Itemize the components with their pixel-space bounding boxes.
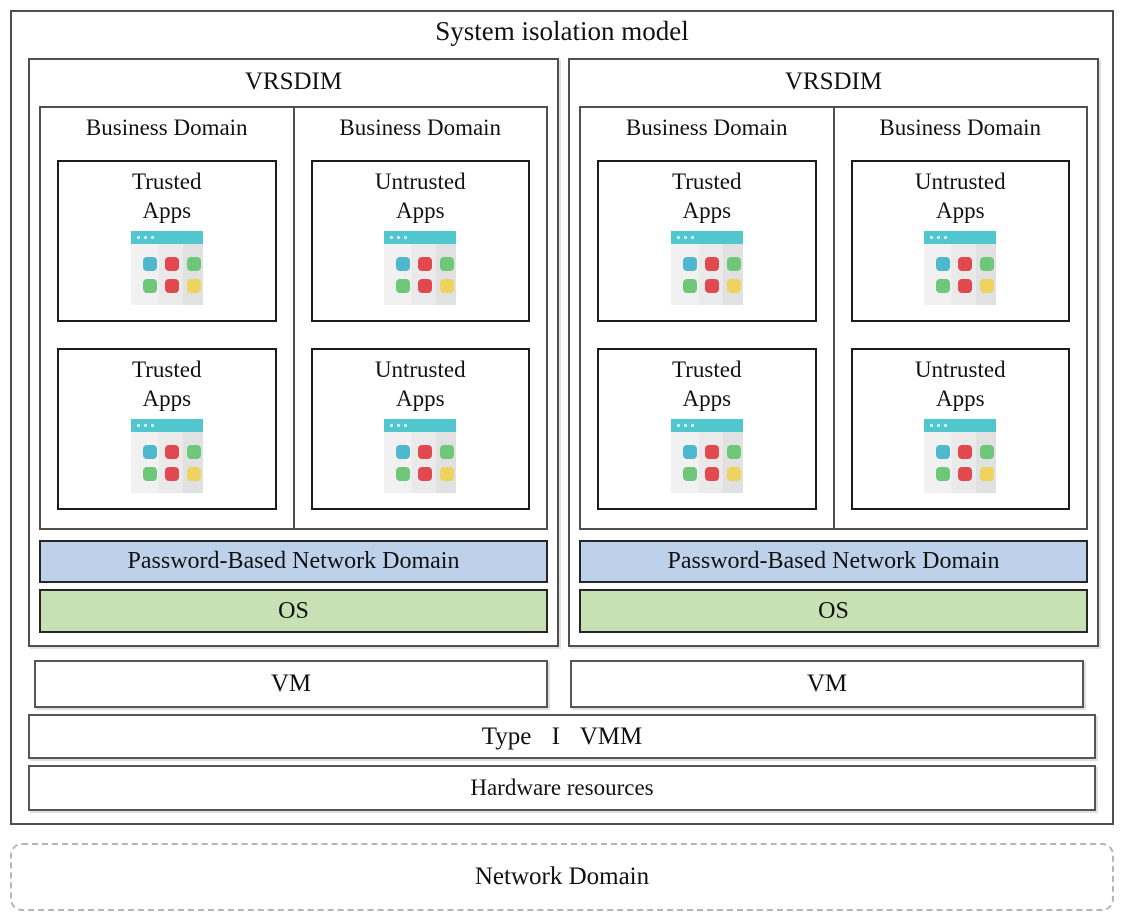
untrusted-apps-box: Untrusted Apps <box>310 348 530 510</box>
app-label-line1: Untrusted <box>374 357 466 382</box>
vrsdim-label: VRSDIM <box>784 68 883 95</box>
os-bar: OS <box>579 589 1088 633</box>
untrusted-apps-box: Untrusted Apps <box>850 160 1070 322</box>
app-icon-tiles <box>682 256 697 271</box>
app-icon-titlebar <box>384 230 457 244</box>
app-label-line2: Apps <box>935 198 985 224</box>
app-window-grid-icon <box>924 418 997 493</box>
app-icon-titlebar <box>924 230 997 244</box>
app-label-line2: Apps <box>395 198 445 224</box>
app-label-line2: Apps <box>142 386 192 412</box>
app-label-line1: Untrusted <box>374 169 466 194</box>
business-domain-label: Business Domain <box>625 115 788 140</box>
app-label-line2: Apps <box>682 198 732 224</box>
vm-row: VM VM <box>34 660 1084 708</box>
app-label-line2: Apps <box>682 386 732 412</box>
password-network-domain-bar: Password-Based Network Domain <box>579 540 1088 583</box>
app-window-grid-icon <box>670 230 743 305</box>
password-network-domain-bar: Password-Based Network Domain <box>39 540 548 583</box>
vm-box-1: VM <box>34 660 548 708</box>
trusted-apps-box: Trusted Apps <box>597 160 817 322</box>
business-domain-label: Business Domain <box>339 115 502 140</box>
app-icon-tiles <box>936 444 951 459</box>
vrsdim-box-2: VRSDIM Business Domain Trusted Apps Trus… <box>568 58 1099 647</box>
app-label-line1: Trusted <box>672 357 742 382</box>
app-icon-titlebar <box>384 418 457 432</box>
system-isolation-model-box: System isolation model VRSDIM Business D… <box>10 10 1114 825</box>
app-icon-titlebar <box>130 230 203 244</box>
app-icon-titlebar <box>130 418 203 432</box>
app-icon-titlebar <box>670 418 743 432</box>
app-label-line1: Untrusted <box>914 169 1006 194</box>
trusted-apps-box: Trusted Apps <box>57 160 277 322</box>
untrusted-apps-box: Untrusted Apps <box>310 160 530 322</box>
type1-vmm-box: Type I VMM <box>28 714 1096 759</box>
app-label-line1: Trusted <box>672 169 742 194</box>
untrusted-apps-box: Untrusted Apps <box>850 348 1070 510</box>
app-label-line1: Trusted <box>132 169 202 194</box>
business-domain-container: Business Domain Trusted Apps Trusted App… <box>39 106 548 530</box>
app-window-grid-icon <box>384 418 457 493</box>
business-domain-trusted: Business Domain Trusted Apps Trusted App… <box>41 108 295 528</box>
app-window-grid-icon <box>924 230 997 305</box>
app-icon-tiles <box>396 444 411 459</box>
app-label-line2: Apps <box>142 198 192 224</box>
app-label-line1: Untrusted <box>914 357 1006 382</box>
trusted-apps-box: Trusted Apps <box>597 348 817 510</box>
network-domain-box: Network Domain <box>10 843 1114 911</box>
app-label-line2: Apps <box>395 386 445 412</box>
app-icon-tiles <box>396 256 411 271</box>
app-window-grid-icon <box>130 418 203 493</box>
vrsdim-box-1: VRSDIM Business Domain Trusted Apps Trus… <box>28 58 559 647</box>
business-domain-untrusted: Business Domain Untrusted Apps Untrusted… <box>295 108 547 528</box>
vrsdim-label: VRSDIM <box>244 68 343 95</box>
app-icon-titlebar <box>670 230 743 244</box>
app-icon-tiles <box>936 256 951 271</box>
business-domain-label: Business Domain <box>85 115 248 140</box>
app-window-grid-icon <box>670 418 743 493</box>
business-domain-untrusted: Business Domain Untrusted Apps Untrusted… <box>835 108 1087 528</box>
hardware-resources-box: Hardware resources <box>28 765 1096 811</box>
business-domain-container: Business Domain Trusted Apps Trusted App… <box>579 106 1088 530</box>
business-domain-label: Business Domain <box>879 115 1042 140</box>
app-icon-tiles <box>682 444 697 459</box>
trusted-apps-box: Trusted Apps <box>57 348 277 510</box>
app-label-line1: Trusted <box>132 357 202 382</box>
app-icon-tiles <box>142 256 157 271</box>
app-window-grid-icon <box>130 230 203 305</box>
os-bar: OS <box>39 589 548 633</box>
vm-box-2: VM <box>570 660 1084 708</box>
app-label-line2: Apps <box>935 386 985 412</box>
app-window-grid-icon <box>384 230 457 305</box>
app-icon-tiles <box>142 444 157 459</box>
diagram-title: System isolation model <box>435 16 689 46</box>
app-icon-titlebar <box>924 418 997 432</box>
business-domain-trusted: Business Domain Trusted Apps Trusted App… <box>581 108 835 528</box>
